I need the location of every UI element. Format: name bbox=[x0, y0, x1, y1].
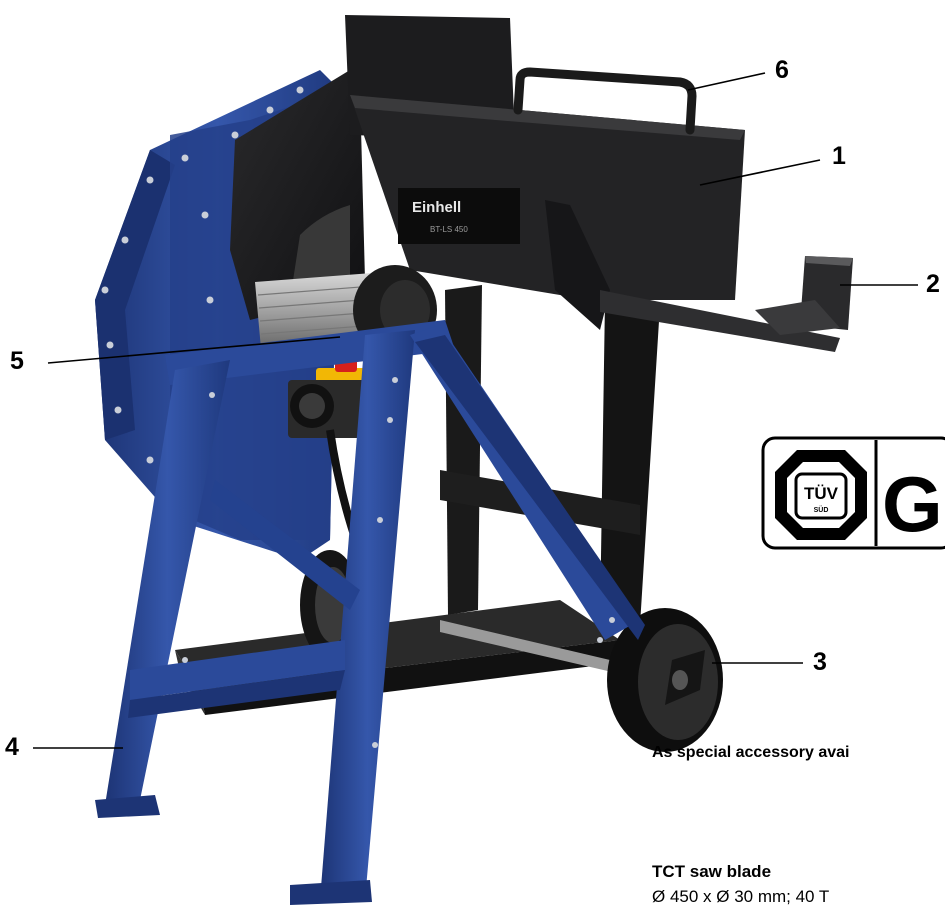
front-frame bbox=[95, 320, 645, 905]
brand-plate-label: Einhell bbox=[412, 199, 461, 216]
push-handle bbox=[513, 67, 697, 135]
accessory-heading: As special accessory avai bbox=[652, 744, 850, 761]
callout-1: 1 bbox=[832, 142, 846, 170]
accessory-spec: Ø 450 x Ø 30 mm; 40 T bbox=[652, 887, 830, 906]
callout-5: 5 bbox=[10, 347, 24, 375]
callout-2: 2 bbox=[926, 270, 940, 298]
tuv-sub-text: SÜD bbox=[814, 505, 829, 514]
feed-table: Einhell BT-LS 450 bbox=[345, 15, 840, 352]
callout-6: 6 bbox=[775, 56, 789, 84]
accessory-name: TCT saw blade bbox=[652, 862, 772, 881]
tuv-mark-text: TÜV bbox=[804, 484, 839, 503]
rear-frame bbox=[440, 285, 660, 625]
callout-leader-lines bbox=[33, 72, 918, 749]
gs-mark-text: G bbox=[882, 460, 943, 548]
model-plate-label: BT-LS 450 bbox=[430, 225, 468, 234]
support-arm-stop bbox=[755, 256, 853, 335]
callout-3: 3 bbox=[813, 648, 827, 676]
callout-4: 4 bbox=[5, 733, 19, 761]
tuv-gs-certification: TÜV SÜD G bbox=[761, 436, 945, 550]
front-wheel bbox=[607, 608, 723, 752]
